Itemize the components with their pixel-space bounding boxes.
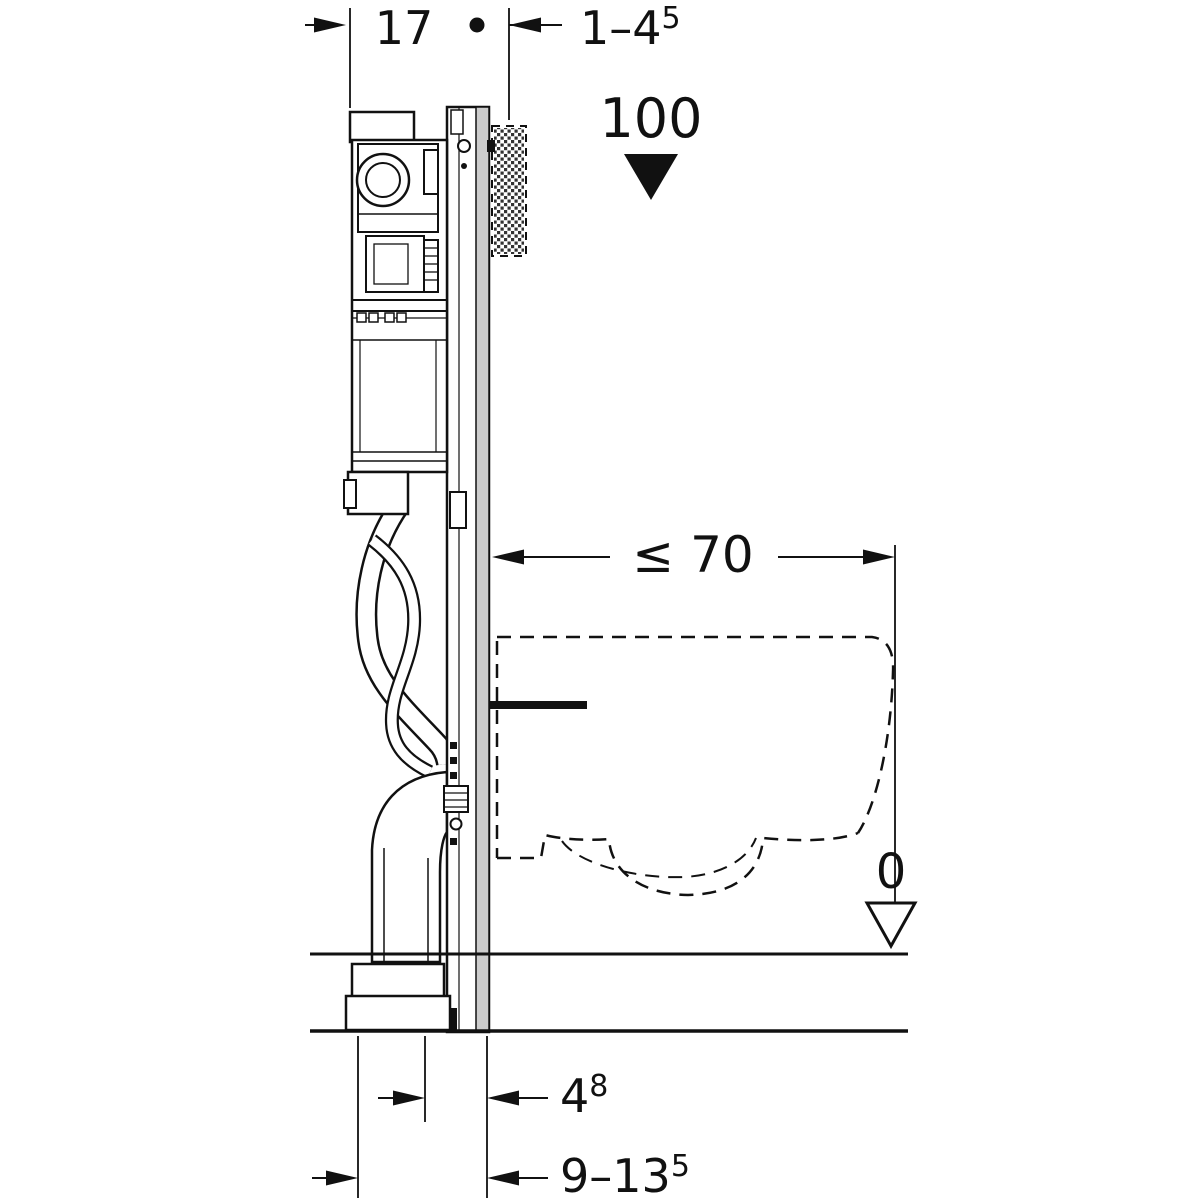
outlet-fitting [443, 785, 469, 813]
flush-valve-circle-inner [365, 162, 401, 198]
fill-hose-inner [369, 536, 433, 777]
dim17-arrow [314, 17, 346, 33]
dimension-frame-depth: 17 [305, 1, 485, 108]
connector-1 [356, 312, 367, 323]
concealed-cistern [343, 110, 449, 516]
dim9135-label: 9–135 [560, 1149, 690, 1200]
connector-3 [384, 312, 395, 323]
cistern-cap [348, 110, 416, 144]
fitting-dot-2 [450, 757, 457, 764]
valve-grill [423, 239, 439, 293]
height100-triangle [624, 154, 678, 200]
height-reference-marker: 100 [599, 87, 703, 200]
rail-foot-anchor [449, 1008, 457, 1030]
reference-dot [469, 17, 485, 33]
foot-base [344, 994, 452, 1032]
fitting-dot-4 [450, 838, 457, 845]
support-foot [344, 962, 452, 1032]
floor-lines [310, 952, 908, 1033]
dimension-front-offset: 48 [378, 1036, 608, 1198]
frame-rail [443, 105, 491, 1034]
fitting-dot-3 [450, 772, 457, 779]
flush-and-fill-pipes [355, 498, 458, 964]
dim17-label: 17 [375, 1, 434, 55]
fixing-rod [489, 701, 587, 709]
connector-2 [368, 312, 379, 323]
dim9135-arrow-left [326, 1170, 358, 1186]
connector-4 [396, 312, 407, 323]
fitting-hole [449, 817, 463, 831]
bowl-top-front [497, 635, 895, 834]
bowl-underside [497, 831, 859, 897]
dim70-label: ≤ 70 [632, 526, 753, 584]
valve-body-inner [373, 243, 409, 285]
dimension-plate-offset: 1–45 [508, 1, 681, 120]
dimension-max-width: ≤ 70 [492, 526, 896, 903]
dim145-label: 1–45 [580, 1, 681, 55]
rail-hole [457, 139, 471, 153]
foot-upper [350, 962, 446, 1000]
rail-mid-slot [449, 491, 467, 529]
height100-label: 100 [599, 87, 702, 150]
wall-fixing-plate [487, 125, 527, 257]
zero-triangle [864, 901, 918, 950]
bowl-inner-line [561, 837, 757, 879]
dim70-arrow-right [863, 549, 895, 565]
dim48-arrow-left [393, 1090, 425, 1106]
dim48-label: 48 [560, 1069, 608, 1123]
plate-tab [487, 140, 495, 152]
rail-front-strip [475, 106, 490, 1033]
zero-label: 0 [876, 844, 907, 900]
fitting-dot-1 [450, 742, 457, 749]
outlet-step [343, 479, 357, 509]
floor-level-marker: 0 [864, 844, 918, 950]
plate-outline [491, 125, 527, 257]
dimension-floor-buildup: 9–135 [312, 1036, 690, 1200]
flush-pipe-inner [357, 500, 456, 766]
rail-top-slot [450, 109, 464, 135]
dim70-arrow-left [492, 549, 524, 565]
dim9135-arrow-right [487, 1170, 519, 1186]
valve-side-block [423, 149, 439, 195]
rail-dot [461, 163, 467, 169]
dim48-arrow-right [487, 1090, 519, 1106]
plate-knurl [494, 128, 524, 254]
wc-bowl-outline [495, 635, 895, 897]
